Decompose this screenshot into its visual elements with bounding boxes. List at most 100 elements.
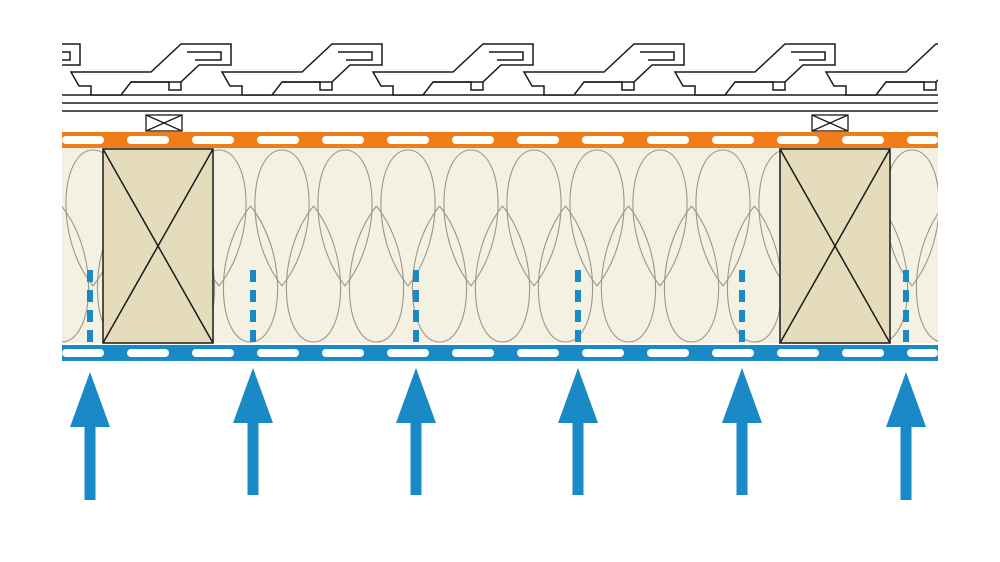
membrane-dash	[582, 136, 624, 144]
insulation-loop	[695, 149, 751, 287]
insulation-loop	[600, 205, 657, 343]
tile-lip	[791, 51, 826, 61]
vapor-dash	[250, 310, 256, 322]
insulation-loop	[474, 205, 531, 343]
insulation-loop	[285, 205, 342, 343]
vapor-arrows	[70, 368, 926, 500]
inner-membrane	[62, 345, 938, 361]
tile-lip	[640, 51, 675, 61]
membrane-dash	[62, 349, 104, 357]
insulation-loop	[254, 149, 310, 287]
vapor-dash	[739, 270, 745, 282]
vapor-dash	[903, 330, 909, 342]
timber-cross-section-icon	[102, 148, 214, 344]
membrane-dash	[322, 136, 364, 144]
up-arrow-icon	[233, 368, 273, 495]
membrane-dash	[517, 349, 559, 357]
insulation-loop	[3, 150, 57, 286]
roof-tile	[824, 43, 938, 96]
membrane-dash	[192, 349, 234, 357]
roof-tile	[522, 43, 685, 96]
vapor-dash	[739, 290, 745, 302]
tile-lip	[187, 51, 222, 61]
roof-tile	[220, 43, 383, 96]
batten-cross-icon	[145, 114, 183, 132]
roof-tile	[977, 44, 1000, 95]
roof-tile	[69, 43, 232, 96]
membrane-dash	[647, 349, 689, 357]
batten-cross-icon	[811, 114, 849, 132]
vapor-dash	[250, 330, 256, 342]
membrane-dash	[452, 349, 494, 357]
rafters	[102, 148, 891, 344]
vapor-dash	[903, 310, 909, 322]
insulation-loop	[537, 205, 594, 343]
membrane-dash	[777, 136, 819, 144]
battens	[145, 114, 849, 132]
insulation-loop	[348, 205, 405, 343]
membrane-dash	[712, 349, 754, 357]
membrane-dash	[387, 136, 429, 144]
insulation-loop	[569, 149, 625, 287]
tile-lip	[489, 51, 524, 61]
vapor-dash	[250, 270, 256, 282]
membrane-dash	[192, 136, 234, 144]
vapor-dash	[575, 330, 581, 342]
membrane-dash	[777, 349, 819, 357]
up-arrow-icon	[396, 368, 436, 495]
roof-tile	[673, 43, 836, 96]
roof-tiles	[62, 43, 1000, 96]
vapor-dash	[739, 310, 745, 322]
insulation-loop	[62, 205, 90, 343]
counter-battens	[62, 102, 938, 112]
membrane-dash	[127, 349, 169, 357]
membrane-dash	[257, 136, 299, 144]
membrane-dash	[842, 136, 884, 144]
insulation-loop	[317, 149, 373, 287]
insulation-loop	[380, 149, 436, 287]
insulation-loop	[663, 205, 720, 343]
membrane-dash	[907, 349, 938, 357]
vapor-dash	[413, 290, 419, 302]
vapor-dash	[87, 290, 93, 302]
membrane-dash	[387, 349, 429, 357]
insulation-loop	[632, 149, 688, 287]
insulation-loop	[411, 205, 468, 343]
vapor-dash	[413, 310, 419, 322]
membrane-dash	[842, 349, 884, 357]
insulation-loop	[948, 150, 1000, 286]
up-arrow-icon	[70, 372, 110, 500]
insulation-loop	[726, 205, 783, 343]
membrane-dash	[452, 136, 494, 144]
tile-lip	[942, 52, 976, 60]
insulation-loop	[443, 149, 499, 287]
up-arrow-icon	[886, 372, 926, 500]
membrane-dash	[517, 136, 559, 144]
vapor-dash	[87, 270, 93, 282]
timber-cross-section-icon	[779, 148, 891, 344]
membrane-dash	[712, 136, 754, 144]
vapor-dash	[575, 310, 581, 322]
vapor-dash	[413, 270, 419, 282]
insulation-loop	[979, 206, 1000, 342]
vapor-dash	[903, 270, 909, 282]
membrane-dash	[62, 136, 104, 144]
membrane-dash	[127, 136, 169, 144]
vapor-dash	[903, 290, 909, 302]
vapor-dash	[87, 310, 93, 322]
insulation-loop	[915, 212, 938, 342]
vapor-dash	[739, 330, 745, 342]
vapor-dash	[413, 330, 419, 342]
vapor-dash	[575, 290, 581, 302]
vapor-dash	[87, 330, 93, 342]
up-arrow-icon	[722, 368, 762, 495]
tile-lip	[62, 51, 71, 61]
insulation-loop	[506, 149, 562, 287]
tile-lip	[338, 51, 373, 61]
roof-tile	[371, 43, 534, 96]
membrane-dash	[322, 349, 364, 357]
membrane-dash	[647, 136, 689, 144]
membrane-dash	[257, 349, 299, 357]
up-arrow-icon	[558, 368, 598, 495]
